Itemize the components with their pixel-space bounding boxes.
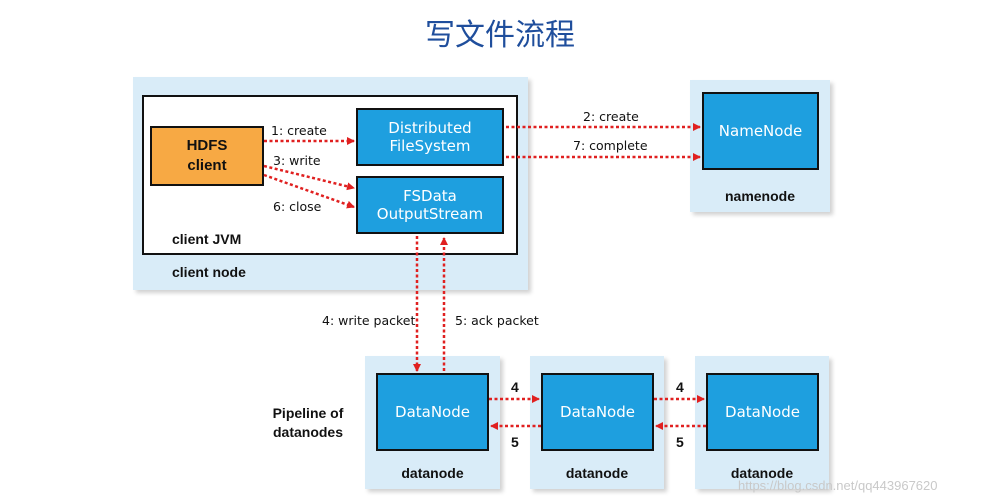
datanode-box-3: DataNode — [706, 373, 819, 451]
distributed-filesystem-box: Distributed FileSystem — [356, 108, 504, 166]
client-jvm-label: client JVM — [172, 231, 242, 247]
namenode-label: namenode — [724, 188, 795, 204]
edge-label-2-create: 2: create — [583, 109, 639, 124]
pipeline-number-forward-1: 4 — [511, 379, 519, 395]
edge-label-6-close: 6: close — [273, 199, 322, 214]
hdfs-client-box: HDFS client — [150, 126, 264, 186]
datanode-label-3: datanode — [730, 465, 794, 481]
pipeline-number-back-1: 5 — [511, 434, 519, 450]
page-title: 写文件流程 — [425, 18, 575, 53]
edge-label-5-ack-packet: 5: ack packet — [455, 313, 539, 328]
arrow-6-close — [263, 173, 355, 209]
fsdata-outputstream-box: FSData OutputStream — [356, 176, 504, 234]
edge-label-3-write: 3: write — [273, 153, 321, 168]
watermark: https://blog.csdn.net/qq443967620 — [738, 478, 938, 493]
pipeline-number-forward-2: 4 — [676, 379, 684, 395]
pipeline-label: Pipeline of datanodes — [272, 405, 344, 440]
edge-label-7-complete: 7: complete — [573, 138, 648, 153]
arrow-3-write — [263, 164, 355, 191]
pipeline-number-back-2: 5 — [676, 434, 684, 450]
edge-label-4-write-packet: 4: write packet — [322, 313, 416, 328]
datanode-box-1: DataNode — [376, 373, 489, 451]
client-node-label: client node — [172, 264, 246, 280]
datanode-box-2: DataNode — [541, 373, 654, 451]
datanode-label-1: datanode — [401, 465, 464, 481]
namenode-box: NameNode — [702, 92, 819, 170]
datanode-label-2: datanode — [565, 465, 629, 481]
edge-label-1-create: 1: create — [271, 123, 327, 138]
